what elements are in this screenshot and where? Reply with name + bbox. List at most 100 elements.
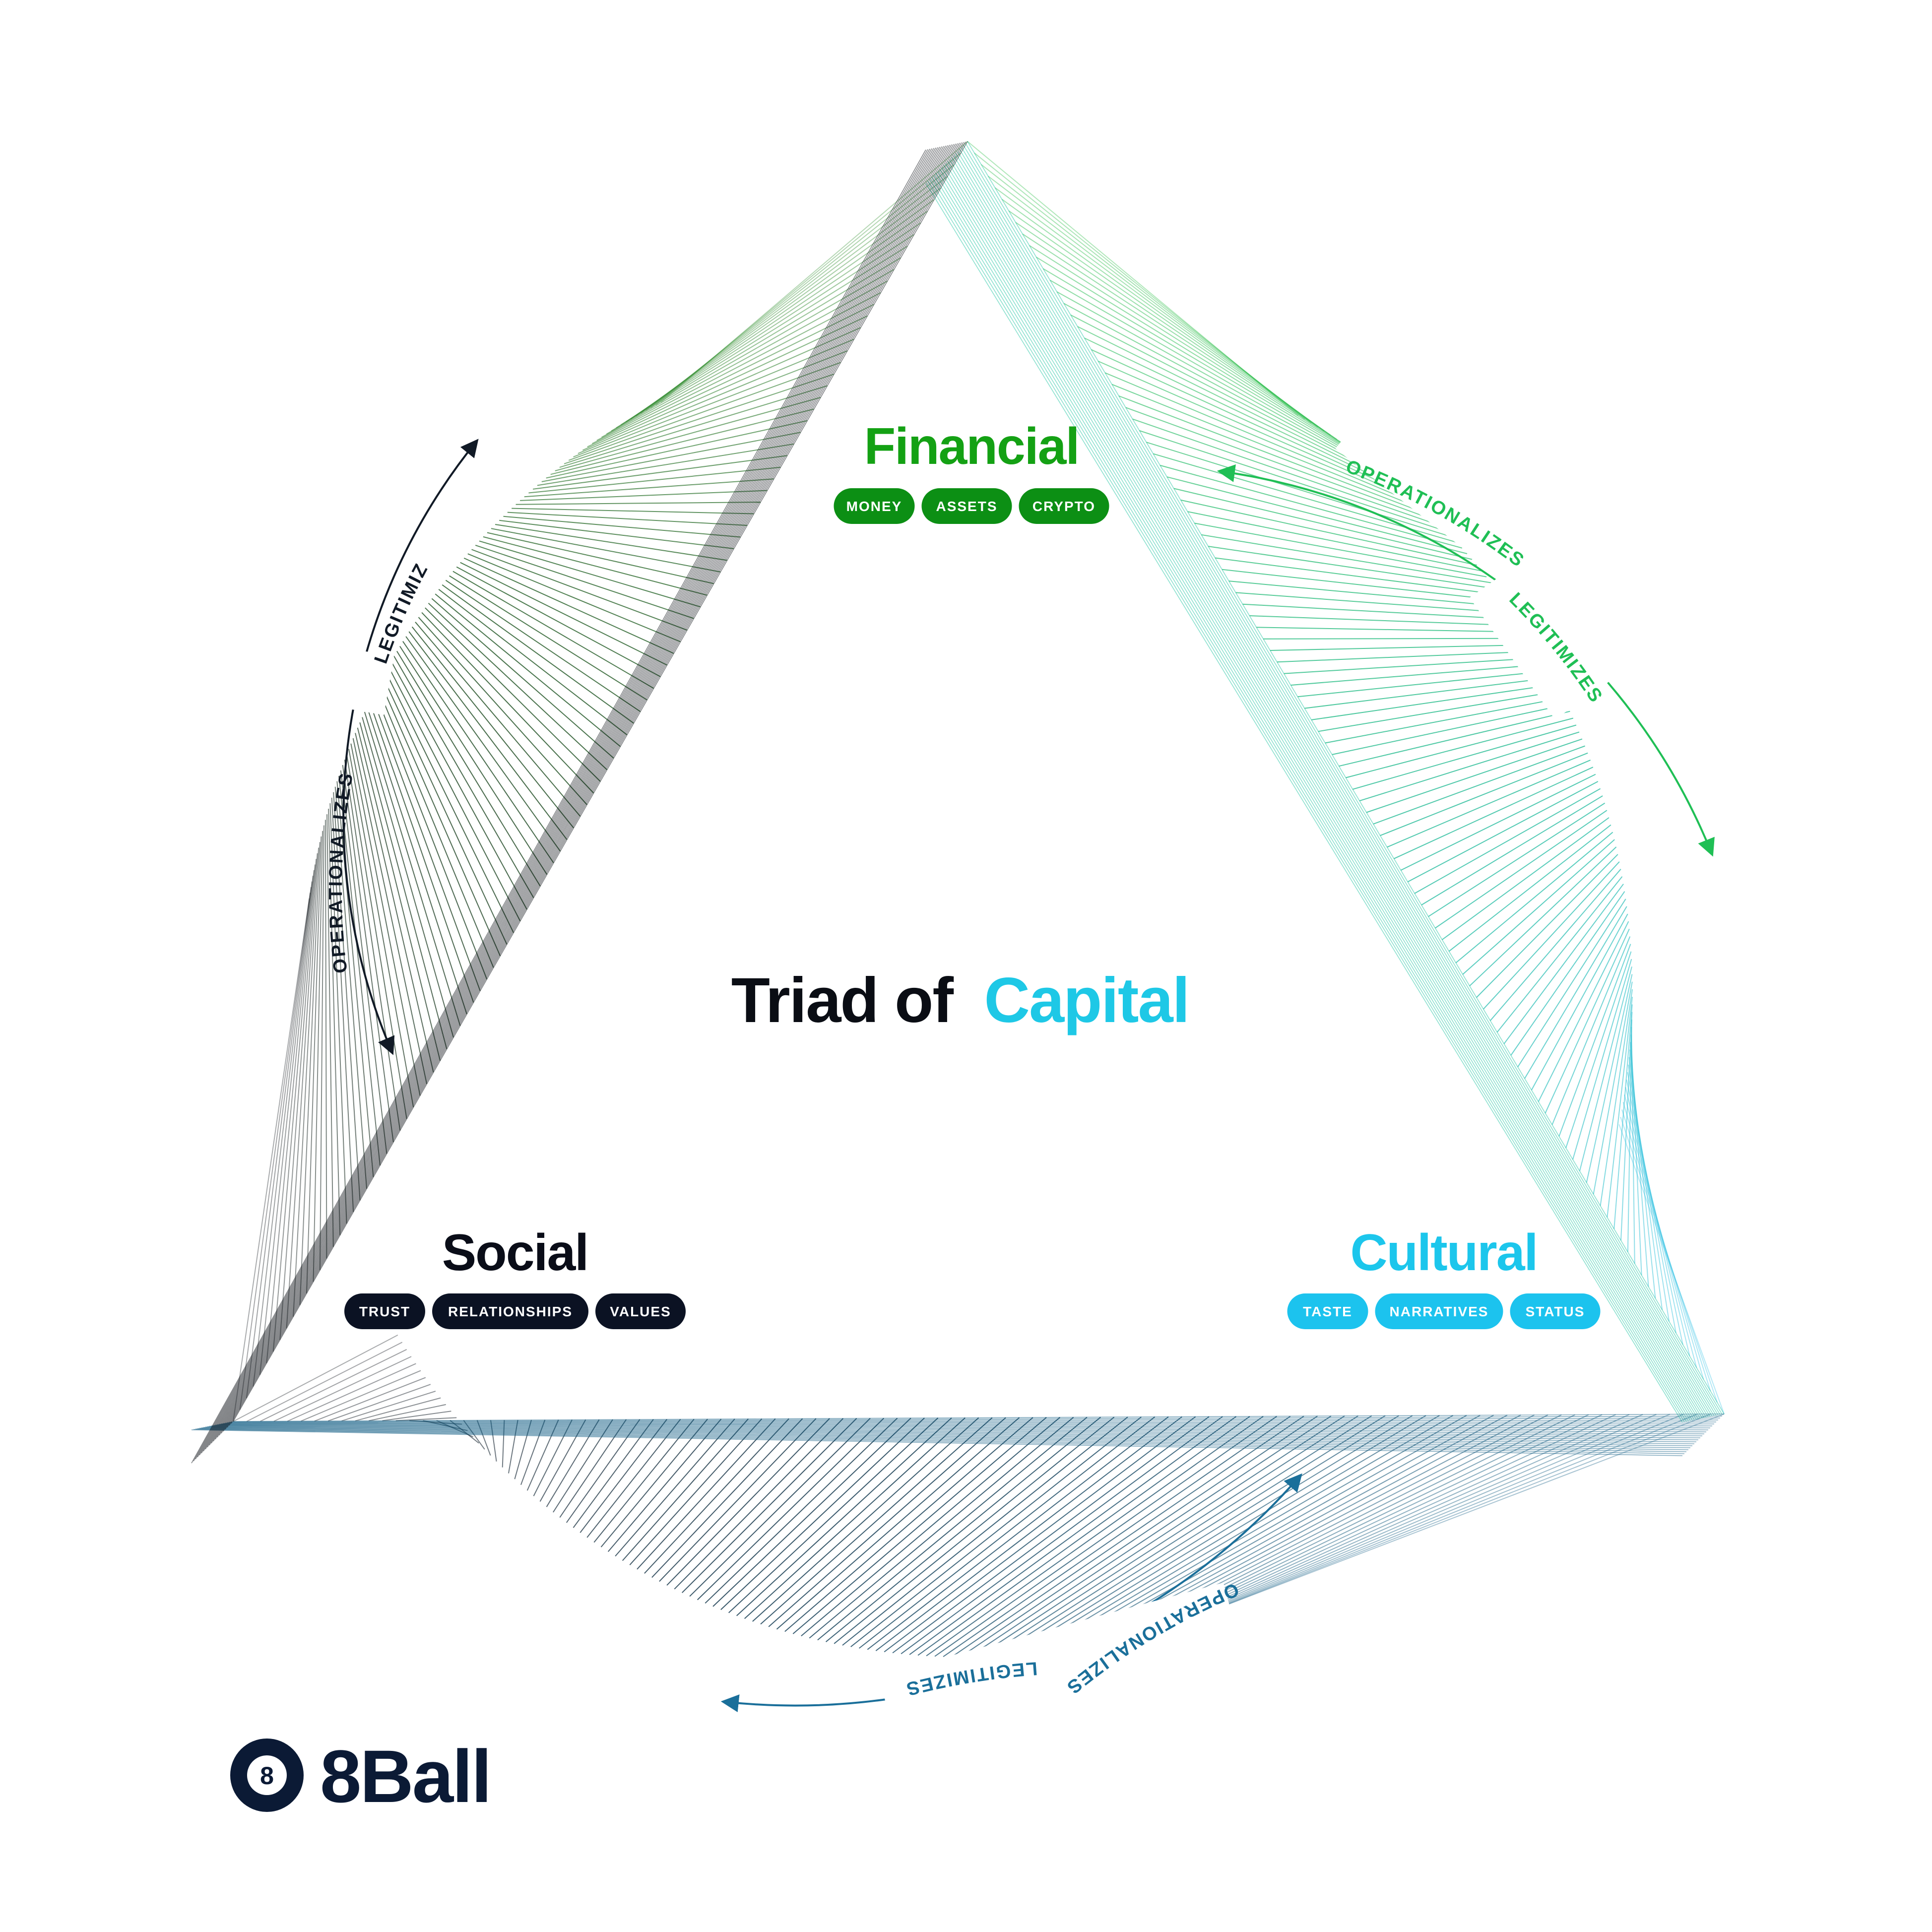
string-line — [340, 770, 387, 1154]
triangle-strand — [191, 1429, 1683, 1456]
triangle-strand — [201, 147, 936, 1454]
string-line — [408, 631, 568, 840]
string-line — [266, 870, 315, 1363]
string-line — [431, 598, 614, 759]
triangle-strand — [219, 144, 954, 1436]
tag-pill-bg — [1375, 1293, 1503, 1329]
string-line — [600, 1418, 708, 1547]
string-line — [1524, 906, 1627, 1079]
string-line — [1593, 981, 1633, 1195]
string-line — [1630, 1034, 1642, 1276]
string-line — [483, 536, 708, 596]
triangle-strand — [233, 141, 968, 1422]
triangle-strand — [217, 1424, 1709, 1430]
tag-pill-label: MONEY — [846, 499, 902, 514]
string-line — [395, 1417, 457, 1421]
tag-pill-label: TRUST — [359, 1304, 410, 1319]
string-line — [629, 1418, 763, 1565]
triangle-strand — [193, 1429, 1685, 1454]
triangle-strand — [203, 1427, 1695, 1444]
node-cultural-title: Cultural — [1351, 1224, 1538, 1282]
string-line — [273, 1356, 412, 1422]
triangle-strand — [211, 145, 946, 1444]
string-line — [341, 1390, 436, 1421]
string-line — [578, 338, 854, 454]
node-financial-title: Financial — [864, 418, 1079, 475]
tag-pill-financial-crypto: CRYPTO — [1019, 488, 1109, 524]
string-line — [655, 152, 962, 406]
string-line — [1235, 592, 1514, 614]
tag-pill-social-trust: TRUST — [344, 1293, 425, 1329]
string-line — [1077, 326, 1398, 486]
string-line — [1503, 884, 1624, 1044]
triangle-strand — [193, 149, 928, 1462]
string-line — [515, 502, 761, 505]
string-line — [967, 141, 1299, 416]
string-line — [463, 557, 674, 654]
tag-pill-bg — [1019, 488, 1109, 524]
string-line — [1629, 1049, 1656, 1298]
string-line — [293, 847, 320, 1317]
string-line — [328, 808, 341, 1235]
string-line — [1621, 1109, 1711, 1391]
string-art-arcs — [191, 141, 1725, 1658]
string-line — [1339, 710, 1570, 767]
string-line — [1318, 690, 1560, 732]
string-line — [1008, 210, 1337, 440]
string-line — [1387, 759, 1591, 848]
string-line — [1538, 921, 1629, 1102]
tag-pill-label: RELATIONSHIPS — [448, 1304, 573, 1319]
string-line — [449, 575, 647, 701]
string-line — [259, 876, 314, 1375]
string-line — [1531, 913, 1628, 1091]
tag-pill-bg — [595, 1293, 686, 1329]
string-line — [467, 553, 681, 643]
triangle-strand — [197, 1428, 1689, 1450]
triangle-strand — [201, 1427, 1693, 1446]
string-line — [1510, 891, 1625, 1056]
triangle-strand — [215, 144, 950, 1440]
triangle-strand — [191, 149, 926, 1464]
string-line — [253, 881, 313, 1387]
string-line — [372, 696, 481, 991]
string-line — [1625, 1087, 1690, 1356]
triangle-strand — [199, 148, 934, 1456]
triangle-strand — [229, 142, 964, 1426]
string-line — [327, 1384, 431, 1421]
tag-pill-financial-money: MONEY — [834, 488, 915, 524]
relation-right: OPERATIONALIZES LEGITIMIZES — [1217, 362, 1715, 857]
tag-pill-cultural-taste: TASTE — [1287, 1293, 1368, 1329]
string-line — [1613, 1004, 1633, 1229]
triangle-strand — [207, 146, 942, 1448]
string-line — [428, 602, 608, 771]
string-line — [987, 176, 1318, 428]
string-line — [1442, 817, 1610, 940]
eight-ball-icon-mark: 8 — [260, 1762, 274, 1790]
tag-pill-label: VALUES — [610, 1304, 671, 1319]
string-line — [1624, 1095, 1697, 1368]
string-line — [532, 455, 787, 490]
triangle-strand — [217, 144, 952, 1438]
triangle-strand — [205, 146, 940, 1450]
string-line — [689, 1417, 871, 1597]
string-line — [541, 432, 801, 482]
string-line — [299, 842, 321, 1305]
string-line — [487, 532, 714, 584]
string-line — [637, 1418, 776, 1570]
node-social-tags: TRUST RELATIONSHIPS VALUES — [344, 1293, 686, 1329]
string-line — [495, 524, 727, 561]
string-line — [736, 1417, 952, 1616]
triangle-strand — [221, 1423, 1713, 1426]
triangle-strand — [213, 145, 948, 1442]
string-line — [1414, 788, 1601, 894]
string-line — [342, 765, 394, 1143]
tag-pill-cultural-narratives: NARRATIVES — [1375, 1293, 1503, 1329]
triangle-strand — [215, 1424, 1707, 1432]
triangle-strand — [205, 1426, 1697, 1442]
string-line — [355, 733, 434, 1073]
string-line — [1036, 257, 1362, 457]
string-line — [616, 246, 908, 429]
triangle-strand — [209, 1425, 1701, 1438]
